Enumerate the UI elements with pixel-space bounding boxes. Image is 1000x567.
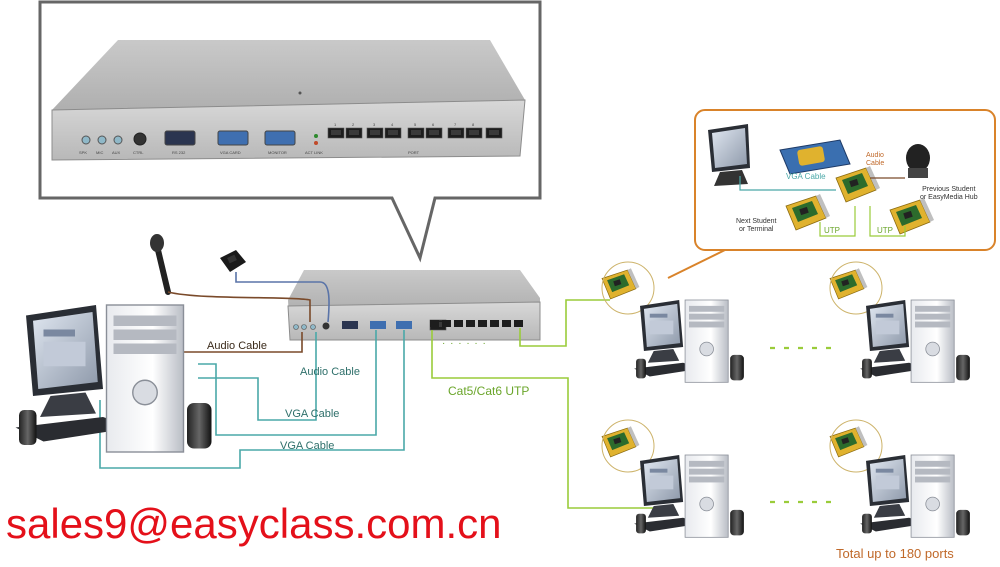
vga-cable-label-1: VGA Cable bbox=[285, 408, 340, 420]
student-card-1 bbox=[601, 267, 640, 300]
student-computer-4 bbox=[859, 454, 971, 538]
port-ellipsis: · · · · · · bbox=[442, 338, 487, 349]
utp-bottom bbox=[431, 330, 660, 509]
port-label-aux: AUX bbox=[112, 150, 121, 155]
student-card-2 bbox=[829, 267, 868, 300]
port-number-4: 4 bbox=[391, 122, 394, 127]
utp-cable-label: Cat5/Cat6 UTP bbox=[448, 384, 530, 398]
switch-control bbox=[220, 250, 246, 272]
audio-cable-2-line bbox=[198, 332, 317, 421]
sales-email: sales9@easyclass.com.cn bbox=[6, 500, 502, 547]
hub-large-vga-ports bbox=[164, 130, 296, 146]
inset-utp-label-2: UTP bbox=[877, 226, 893, 235]
port-label-ctrl: CTRL bbox=[133, 150, 144, 155]
port-number-2: 2 bbox=[352, 122, 355, 127]
port-number-5: 5 bbox=[414, 122, 417, 127]
inset-audio-cable-label: Audio Cable bbox=[866, 152, 885, 167]
ctrl-cable bbox=[235, 272, 330, 323]
vga-cable-label-2: VGA Cable bbox=[280, 440, 335, 452]
inset-vga-card bbox=[779, 139, 851, 175]
port-label-vga-card: VGA CARD bbox=[220, 150, 241, 155]
port-number-1: 1 bbox=[334, 122, 337, 127]
port-number-3: 3 bbox=[373, 122, 376, 127]
inset-next-student-label: Next Student or Terminal bbox=[736, 218, 777, 233]
port-label-mic: MIC bbox=[96, 150, 104, 155]
utp-top bbox=[519, 299, 610, 347]
student-computer-3 bbox=[633, 454, 745, 538]
port-label-monitor: MONITOR bbox=[268, 150, 287, 155]
mic-cable bbox=[167, 291, 311, 322]
total-ports-label: Total up to 180 ports bbox=[836, 546, 954, 561]
port-label-rs232: RS 232 bbox=[172, 150, 186, 155]
port-label-act-link: ACT LINK bbox=[305, 150, 323, 155]
inset-utp-label-1: UTP bbox=[824, 226, 840, 235]
student-card-4 bbox=[829, 425, 868, 458]
student-ellipsis bbox=[770, 346, 832, 504]
inset-monitor bbox=[708, 124, 750, 186]
inset-vga-cable-label: VGA Cable bbox=[786, 172, 826, 181]
port-number-7: 7 bbox=[454, 122, 457, 127]
audio-cable-1 bbox=[140, 332, 303, 353]
student-computer-1 bbox=[633, 299, 745, 383]
microphone bbox=[150, 234, 171, 295]
vga-cable-1-line bbox=[198, 330, 377, 436]
hub-large-audio-jacks bbox=[81, 132, 147, 146]
student-computer-2 bbox=[859, 299, 971, 383]
audio-cable-label-1: Audio Cable bbox=[207, 340, 267, 352]
inset-previous-student-label: Previous Student or EasyMedia Hub bbox=[920, 186, 978, 201]
port-number-8: 8 bbox=[472, 122, 475, 127]
port-label-port: PORT bbox=[408, 150, 420, 155]
hub-large-rj45-ports bbox=[327, 127, 503, 139]
student-card-3 bbox=[601, 425, 640, 458]
inset-headphones bbox=[906, 144, 930, 178]
audio-cable-label-2: Audio Cable bbox=[300, 366, 360, 378]
teacher-computer bbox=[14, 304, 213, 453]
vga-cable-2-line bbox=[99, 330, 405, 469]
port-label-spk: SPK bbox=[79, 150, 88, 155]
port-number-6: 6 bbox=[432, 122, 435, 127]
